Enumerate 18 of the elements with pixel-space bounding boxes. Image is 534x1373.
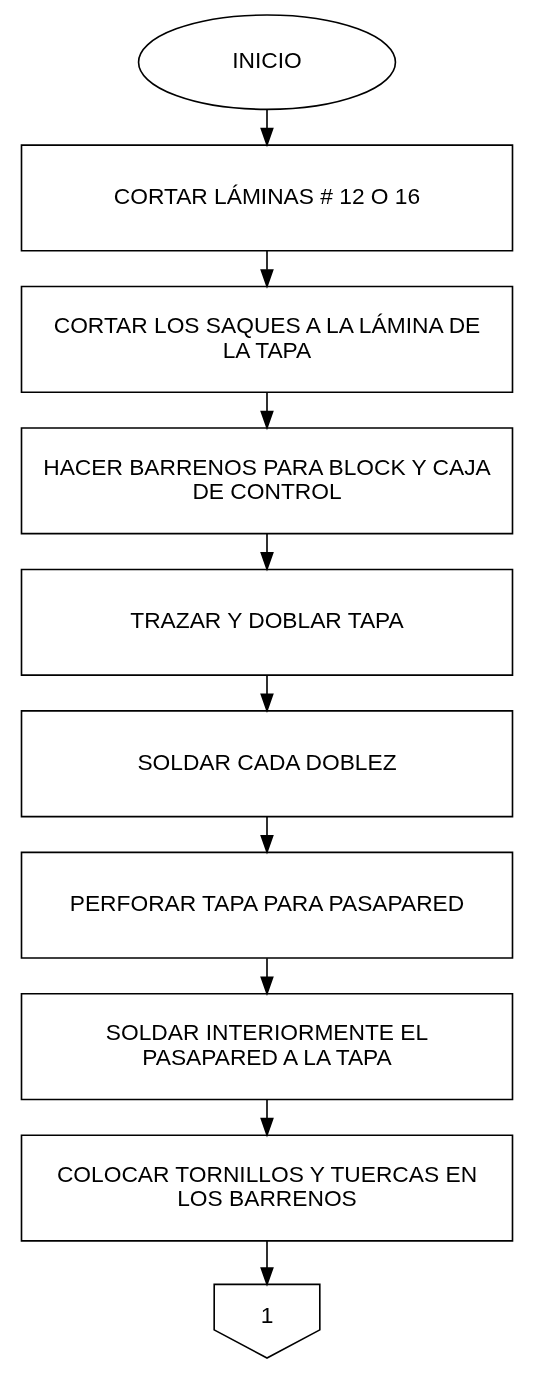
- node-box: TRAZAR Y DOBLAR TAPA: [20, 568, 514, 676]
- arrow: [260, 957, 274, 996]
- node-box: COLOCAR TORNILLOS Y TUERCAS EN LOS BARRENOS: [20, 1134, 514, 1242]
- arrow: [260, 250, 274, 289]
- arrow: [260, 816, 274, 855]
- arrow: [260, 391, 274, 431]
- arrow: [260, 533, 274, 572]
- node-box: CORTAR LOS SAQUES A LA LÁMINA DE LA TAPA: [20, 285, 514, 394]
- node-box: HACER BARRENOS PARA BLOCK Y CAJA DE CONTROL: [20, 427, 514, 535]
- node-box: PERFORAR TAPA PARA PASAPARED: [20, 851, 514, 959]
- node-box: SOLDAR INTERIORMENTE EL PASAPARED A LA TAPA: [20, 992, 514, 1101]
- arrow: [260, 674, 274, 714]
- arrow: [260, 1240, 274, 1287]
- arrow: [260, 108, 274, 148]
- node-box: SOLDAR CADA DOBLEZ: [20, 710, 514, 818]
- node-box: CORTAR LÁMINAS # 12 O 16: [20, 144, 514, 252]
- node-ellipse: INICIO: [137, 14, 397, 111]
- arrow: [260, 1098, 274, 1138]
